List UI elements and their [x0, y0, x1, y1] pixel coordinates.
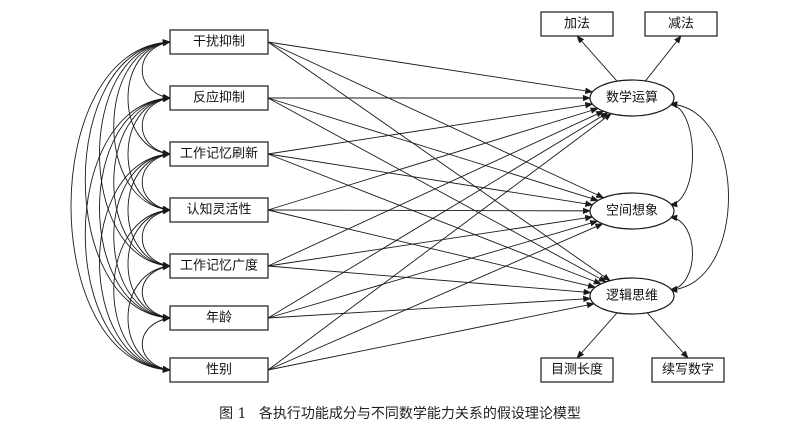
indicator-box [540, 11, 614, 37]
latent-ellipse [589, 79, 675, 117]
covariance-arc [127, 95, 171, 213]
predictor-label: 工作记忆广度 [180, 258, 258, 274]
covariance-arc [127, 151, 171, 269]
figure-number: 图 1 [219, 406, 247, 422]
path-arrow [267, 223, 604, 371]
path-arrow [267, 207, 591, 215]
predictor-label: 年龄 [206, 311, 232, 326]
path-arrow [267, 97, 599, 202]
path-arrow [267, 41, 594, 94]
latent-covariance-arc [669, 214, 693, 293]
path-arrow [267, 265, 592, 296]
path-arrow [267, 153, 602, 285]
path-arrow [267, 41, 611, 282]
predictor-box [169, 357, 269, 383]
covariance-arc [99, 95, 171, 321]
path-arrow [267, 302, 595, 371]
regression-paths [267, 35, 689, 371]
predictor-label: 反应抑制 [193, 90, 245, 106]
figure-title: 各执行功能成分与不同数学能力关系的假设理论模型 [258, 406, 581, 422]
indicator-node: 加法 [540, 11, 614, 37]
covariance-arc [99, 39, 171, 269]
predictor-box [169, 85, 269, 111]
covariance-arc [113, 151, 171, 321]
path-arrow [267, 113, 612, 371]
indicator-arrow [646, 312, 689, 359]
indicator-node: 目测长度 [540, 357, 614, 383]
path-arrow [267, 97, 607, 283]
path-arrow [267, 110, 605, 267]
latent-label: 空间想象 [606, 203, 658, 219]
covariance-arc [99, 151, 171, 373]
predictor-label: 认知灵活性 [186, 202, 251, 218]
predictor-box [169, 305, 269, 331]
indicator-arrow [645, 35, 682, 82]
predictor-node: 工作记忆刷新 [169, 141, 269, 167]
predictor-label: 干扰抑制 [193, 35, 245, 50]
indicator-label: 减法 [668, 17, 694, 32]
predictor-node: 反应抑制 [169, 85, 269, 111]
indicator-label: 目测长度 [551, 362, 603, 378]
latent-ellipse [589, 277, 675, 315]
latent-covariance-arc [669, 101, 693, 208]
predictor-node: 工作记忆广度 [169, 253, 269, 279]
path-arrow [267, 295, 592, 319]
latent-label: 数学运算 [606, 90, 658, 106]
path-arrow [267, 209, 596, 289]
path-arrow [267, 41, 605, 199]
covariance-arc [142, 316, 171, 372]
figure-caption: 图 1 各执行功能成分与不同数学能力关系的假设理论模型 [0, 403, 800, 423]
latent-ellipse [589, 192, 675, 230]
path-arrow [267, 107, 599, 211]
covariance-arc [142, 264, 171, 320]
predictor-node: 认知灵活性 [169, 197, 269, 223]
latent-label: 逻辑思维 [606, 289, 658, 304]
indicator-box [644, 11, 718, 37]
covariance-arc [142, 152, 171, 212]
predictor-box [169, 29, 269, 55]
indicator-arrow [576, 35, 618, 82]
covariance-arc [113, 207, 171, 373]
indicator-box [651, 357, 725, 383]
predictor-box [169, 253, 269, 279]
covariance-arc [84, 95, 171, 373]
predictor-label: 性别 [206, 363, 232, 378]
predictor-box [169, 141, 269, 167]
covariance-arc [142, 96, 171, 156]
latent-covariance-arc [669, 101, 729, 293]
indicator-label: 续写数字 [662, 363, 714, 378]
indicator-node: 续写数字 [651, 357, 725, 383]
covariance-arc [113, 95, 171, 269]
covariance-arc [127, 263, 171, 373]
path-arrow [267, 112, 609, 319]
covariance-arc [142, 40, 171, 100]
path-arrow [267, 220, 599, 319]
path-arrow [267, 214, 594, 267]
predictor-box [169, 197, 269, 223]
covariance-arc [113, 39, 171, 213]
indicator-node: 减法 [644, 11, 718, 37]
covariance-arc [84, 39, 171, 321]
indicator-arrow [576, 312, 618, 359]
latent-node: 逻辑思维 [589, 277, 675, 315]
indicator-label: 加法 [564, 17, 590, 32]
indicator-box [540, 357, 614, 383]
predictor-node: 干扰抑制 [169, 29, 269, 55]
predictor-node: 年龄 [169, 305, 269, 331]
covariance-arc [127, 207, 171, 321]
latent-node: 空间想象 [589, 192, 675, 230]
latent-node: 数学运算 [589, 79, 675, 117]
predictor-label: 工作记忆刷新 [180, 146, 258, 162]
predictor-node: 性别 [169, 357, 269, 383]
covariance-arc [127, 39, 171, 157]
path-arrow [267, 102, 594, 155]
path-arrow [267, 153, 594, 207]
covariance-arc [142, 208, 171, 268]
